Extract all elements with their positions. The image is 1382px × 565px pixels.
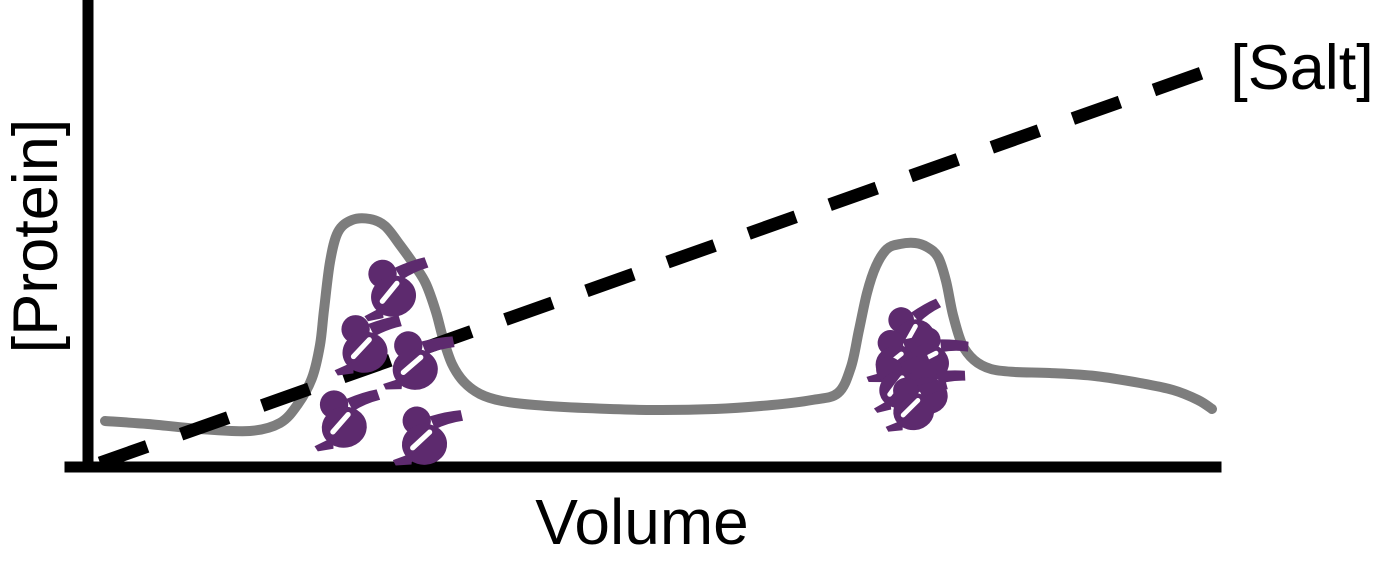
y-axis-label: [Protein] bbox=[1, 119, 71, 354]
protein-molecule-icon bbox=[383, 329, 456, 396]
protein-molecule-icon bbox=[393, 405, 464, 470]
protein-trace-curve bbox=[100, 213, 1217, 437]
x-axis-label: Volume bbox=[535, 486, 748, 558]
salt-line-label: [Salt] bbox=[1230, 33, 1374, 103]
protein-molecule-icon bbox=[313, 389, 382, 452]
protein-molecule-icon bbox=[361, 257, 432, 322]
salt-gradient-dashed-line bbox=[97, 61, 1219, 470]
